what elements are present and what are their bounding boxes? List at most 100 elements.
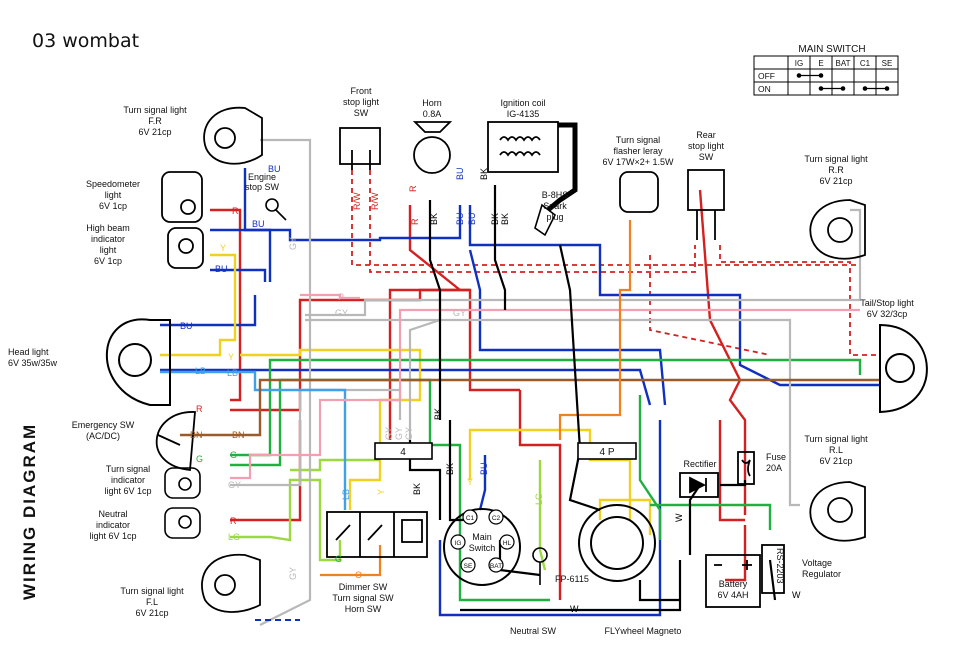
wire-light-blue (160, 370, 347, 510)
label-ts-fr: Turn signal light (123, 105, 187, 115)
wire-code-label: GY (404, 427, 414, 440)
wire-code-label: BN (190, 430, 203, 440)
label-flasher: Turn signal (616, 135, 660, 145)
label-ign-coil: Ignition coil (500, 98, 545, 108)
label-regulator-model: RS-2203 (775, 548, 785, 584)
label-headlight: Head light (8, 347, 49, 357)
label-speedo: light (105, 190, 122, 200)
wire-black (688, 484, 701, 555)
wire-red-white (369, 170, 696, 273)
wire-red (518, 390, 562, 600)
main-switch-row-label: ON (758, 84, 771, 94)
wire-black (768, 559, 777, 601)
headlight-lamp (105, 318, 171, 406)
wire-code-label: R (410, 218, 420, 225)
wire-code-label: BU (252, 219, 265, 229)
label-ts-ind: light 6V 1cp (104, 486, 151, 496)
label-emerg: Emergency SW (72, 420, 135, 430)
label-highbeam: 6V 1cp (94, 256, 122, 266)
wire-code-label: GY (288, 237, 298, 250)
label-ts-fl: Turn signal light (120, 586, 184, 596)
main-switch-column-header: BAT (836, 59, 851, 68)
wire-black (428, 200, 442, 420)
wire-code-label: BK (429, 213, 439, 225)
wire-red (718, 420, 745, 522)
wire-pink (300, 293, 360, 300)
label-main-sw: Switch (469, 543, 496, 553)
wire-code-label: GY (453, 308, 466, 318)
dimmer-switch-block (326, 511, 428, 558)
turn-signal-rl-lamp (809, 481, 866, 542)
label-dimmer: Dimmer SW (339, 582, 388, 592)
connector-4p-label: 4 P (599, 447, 614, 458)
label-tail: Tail/Stop light (860, 298, 914, 308)
wire-black (460, 560, 682, 612)
label-dimmer: Horn SW (345, 604, 382, 614)
wire-blue (210, 228, 272, 282)
switch-contact (818, 73, 824, 78)
label-ts-rl: R.L (829, 445, 843, 455)
wire-brown (180, 378, 880, 437)
wire-code-label: W (792, 590, 801, 600)
label-engstop: Engine (248, 172, 276, 182)
wire-code-label: GY (384, 427, 394, 440)
voltage-regulator (761, 544, 785, 594)
label-flasher: flasher leray (613, 146, 663, 156)
wire-red-white (649, 255, 771, 356)
label-ts-rr: R.R (828, 165, 844, 175)
wire-blue (468, 249, 667, 406)
wire-blue (210, 268, 267, 282)
wire-gray (305, 208, 862, 317)
spark-plug (534, 203, 557, 237)
main-switch-terminal-label: C2 (492, 515, 501, 522)
label-highbeam: indicator (91, 234, 125, 244)
label-neutral-ind: Neutral (98, 509, 127, 519)
wire-code-label: BU (479, 462, 489, 475)
label-ts-rr: 6V 21cp (819, 176, 852, 186)
label-speedo: Speedometer (86, 179, 140, 189)
main-switch-terminal (499, 534, 515, 550)
wire-code-label: P (338, 292, 344, 302)
label-regulator: Regulator (802, 569, 841, 579)
main-switch-table-title: MAIN SWITCH (798, 44, 865, 55)
wire-code-label: G (230, 450, 237, 460)
wire-blue (468, 205, 880, 387)
horn (412, 121, 453, 174)
label-spark: B-8HS (542, 190, 569, 200)
label-engstop: stop SW (245, 182, 280, 192)
wire-code-label: R/W (352, 192, 362, 210)
neutral-indicator-lamp (164, 507, 201, 539)
ignition-coil (487, 121, 559, 173)
wire-yellow (240, 348, 422, 510)
label-magneto-model: FP-6115 (555, 574, 589, 584)
label-rectifier: Rectifier (683, 459, 716, 469)
spark-plug-lead (546, 122, 578, 212)
main-switch-terminal (450, 534, 466, 550)
turn-signal-fl-lamp (201, 553, 261, 613)
components (105, 106, 928, 613)
label-ts-rl: 6V 21cp (819, 456, 852, 466)
wire-code-label: BK (445, 463, 455, 475)
wire-code-label: LG (228, 532, 240, 542)
wire-code-label: Y (376, 489, 386, 495)
label-main-sw: Main (472, 532, 492, 542)
wire-orange (558, 220, 632, 440)
main-switch-column-header: E (818, 59, 823, 68)
label-horn: 0.8A (423, 109, 442, 119)
label-fuse: 20A (766, 463, 782, 473)
front-stop-switch (339, 127, 381, 170)
wire-code-label: BK (433, 408, 443, 420)
wire-black (720, 480, 747, 487)
main-switch-terminal (488, 509, 504, 525)
wire-code-label: LB (195, 366, 206, 376)
switch-contact (840, 86, 846, 91)
speedometer-lamp (161, 171, 203, 223)
wire-code-label: BN (232, 430, 245, 440)
fuse (737, 451, 755, 485)
wire-gray (305, 318, 800, 507)
label-battery: Battery (719, 579, 748, 589)
wire-green (230, 378, 550, 602)
main-switch-column-header: IG (795, 59, 803, 68)
